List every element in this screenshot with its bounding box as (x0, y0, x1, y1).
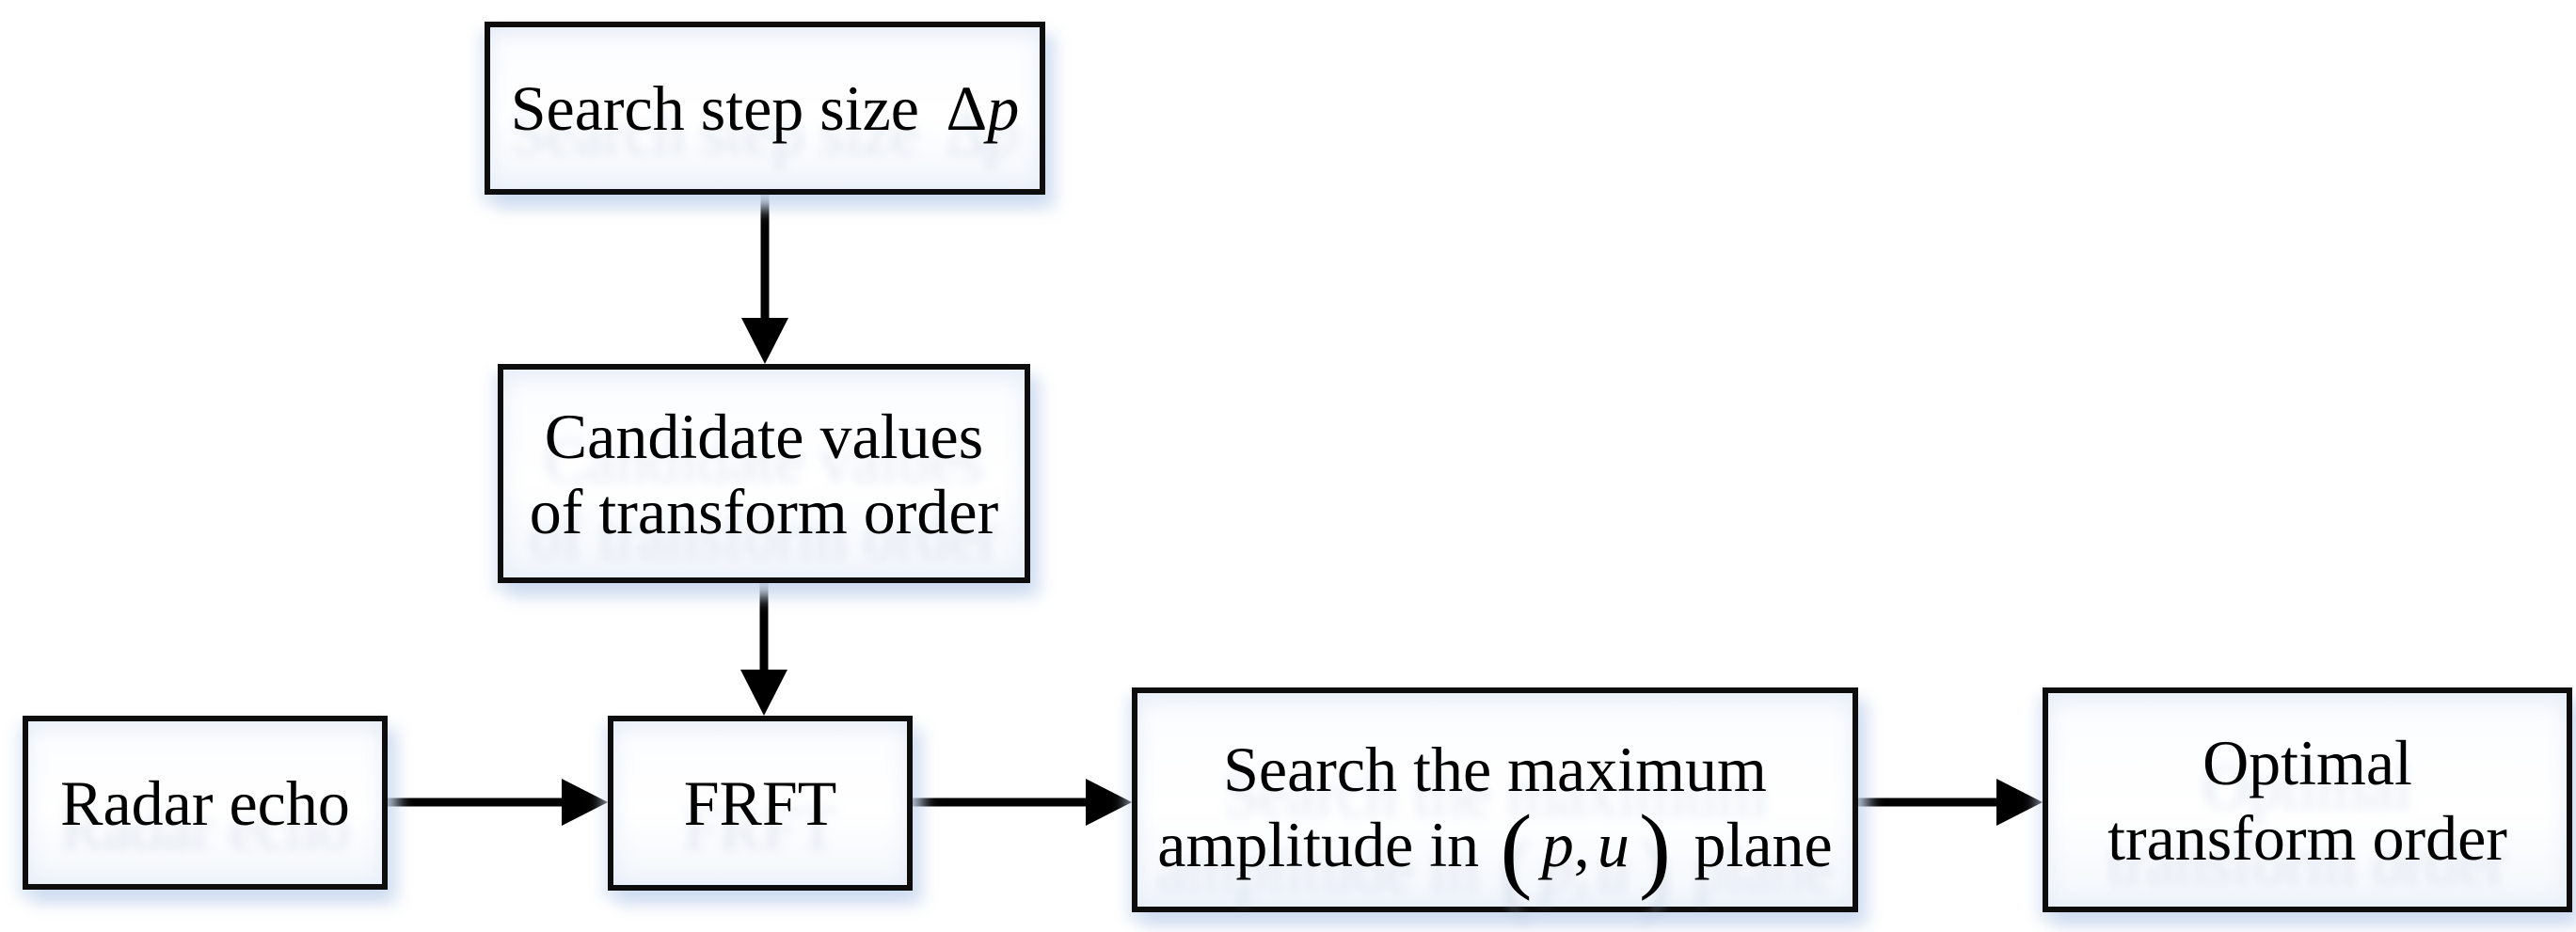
p-variable: p (987, 72, 1020, 144)
candidate-values-line1: Candidate values (544, 400, 984, 472)
frft-label: FRFT (683, 767, 837, 839)
comma: , (1573, 808, 1590, 880)
u-variable: u (1597, 808, 1630, 880)
arrow-search-max-to-optimal (1856, 779, 2043, 826)
radar-echo-box: Radar echo (23, 716, 388, 890)
candidate-values-box: Candidate values of transform order (498, 364, 1030, 583)
delta-symbol: Δ (946, 72, 988, 144)
arrow-frft-to-search-max (911, 779, 1132, 826)
arrow-step-to-candidate (741, 193, 788, 364)
search-maximum-line1: Search the maximum (1223, 733, 1767, 805)
optimal-transform-order-box: Optimal transform order (2043, 687, 2572, 912)
frft-box: FRFT (608, 716, 913, 891)
search-step-text: Search step size (510, 72, 919, 144)
search-step-size-box: Search step size Δp (485, 22, 1045, 195)
p-variable: p (1541, 808, 1574, 880)
search-maximum-line2: amplitude in(p,u)plane (1157, 800, 1833, 896)
radar-echo-label: Radar echo (60, 766, 350, 839)
optimal-line1: Optimal (2202, 726, 2412, 798)
close-paren: ) (1639, 795, 1671, 902)
open-paren: ( (1500, 795, 1533, 902)
search-maximum-amplitude-box: Search the maximum amplitude in(p,u)plan… (1132, 687, 1858, 912)
plane-text: plane (1693, 808, 1833, 880)
arrow-candidate-to-frft (740, 580, 787, 716)
optimal-line2: transform order (2107, 801, 2507, 874)
candidate-values-line2: of transform order (529, 475, 999, 547)
amplitude-in-text: amplitude in (1157, 808, 1480, 880)
arrow-radar-to-frft (386, 779, 608, 826)
search-step-size-label: Search step size Δp (511, 71, 1020, 146)
